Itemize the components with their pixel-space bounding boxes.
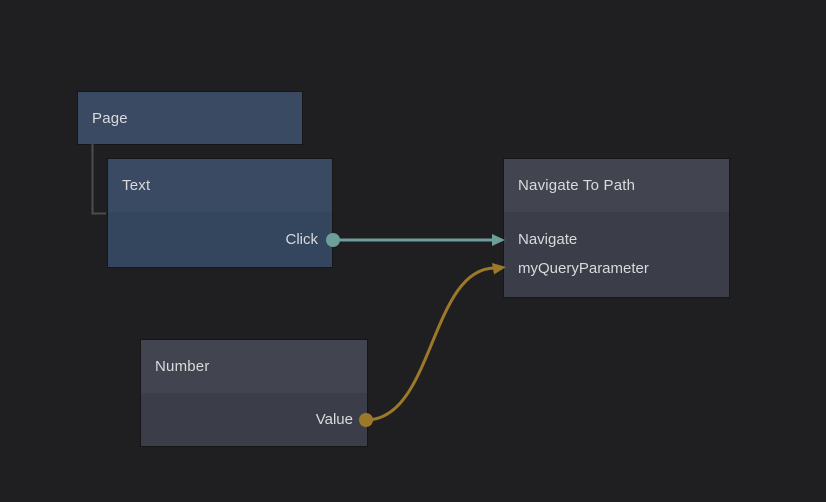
- node-navigate-to-path[interactable]: Navigate To Path Navigate myQueryParamet…: [504, 159, 729, 297]
- port-navigate[interactable]: Navigate: [518, 225, 577, 254]
- tree-connector-line: [91, 144, 106, 215]
- port-value-label: Value: [315, 411, 353, 428]
- port-navigate-label: Navigate: [518, 231, 578, 248]
- node-navigate-header[interactable]: Navigate To Path: [504, 159, 729, 212]
- node-number[interactable]: Number Value: [141, 340, 367, 446]
- node-text-title: Text: [122, 177, 151, 194]
- port-value[interactable]: Value: [316, 405, 353, 434]
- node-text-body: Click: [108, 212, 332, 267]
- node-navigate-title: Navigate To Path: [518, 177, 636, 194]
- port-click[interactable]: Click: [286, 225, 319, 254]
- node-page-title: Page: [92, 109, 128, 127]
- edge-value-to-queryparam[interactable]: [359, 263, 506, 427]
- node-navigate-body: Navigate myQueryParameter: [504, 212, 729, 297]
- node-page-header[interactable]: Page: [78, 92, 302, 144]
- port-my-query-parameter-label: myQueryParameter: [518, 260, 649, 277]
- edge-click-to-navigate[interactable]: [326, 233, 505, 247]
- node-number-header[interactable]: Number: [141, 340, 367, 393]
- node-text-header[interactable]: Text: [108, 159, 332, 212]
- node-number-title: Number: [155, 358, 210, 375]
- port-click-label: Click: [285, 231, 319, 248]
- data-wire[interactable]: [365, 266, 496, 422]
- node-page[interactable]: Page: [78, 92, 302, 144]
- node-text[interactable]: Text Click: [108, 159, 332, 267]
- port-my-query-parameter[interactable]: myQueryParameter: [518, 254, 649, 283]
- node-number-body: Value: [141, 393, 367, 446]
